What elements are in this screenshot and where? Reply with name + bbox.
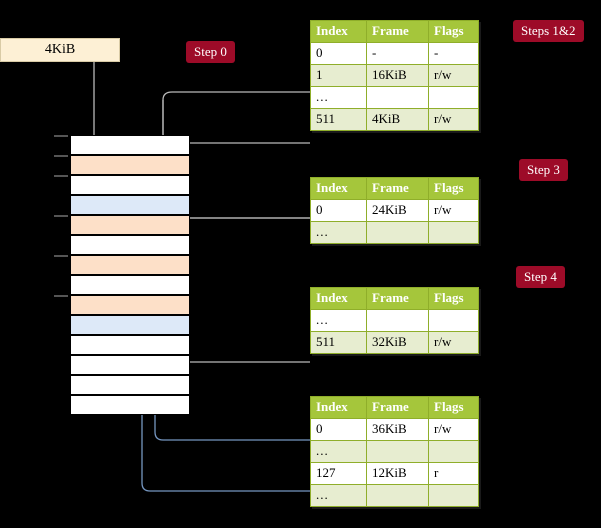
memory-frame-row: [70, 375, 190, 395]
table-cell: 0: [310, 199, 367, 222]
wire-table2-branch: [180, 218, 310, 226]
table-cell: ...: [310, 86, 367, 109]
wire-table2-to-frame5: [172, 217, 310, 264]
memory-frame-row: [70, 255, 190, 275]
column-header-index: Index: [310, 396, 367, 419]
frame-tick-mark: [54, 295, 68, 297]
memory-frame-row: [70, 395, 190, 415]
table-cell: ...: [310, 221, 367, 244]
table-row: 0--: [310, 42, 479, 65]
frame-tick-mark: [54, 175, 68, 177]
frame-tick-mark: [54, 135, 68, 137]
wire-table2-mid: [175, 217, 310, 250]
memory-frame-row: [70, 235, 190, 255]
table-cell: [428, 484, 479, 507]
table-row: ...: [310, 86, 479, 109]
column-header-index: Index: [310, 287, 367, 310]
table-cell: r/w: [428, 199, 479, 222]
table-row: ...: [310, 484, 479, 507]
badge-step-4: Step 4: [516, 266, 565, 288]
column-header-index: Index: [310, 20, 367, 43]
table-cell: 511: [310, 331, 367, 354]
table-cell: ...: [310, 484, 367, 507]
table-cell: 24KiB: [366, 199, 429, 222]
table-cell: r: [428, 462, 479, 485]
wire-table4-row127-to-frame4: [135, 209, 310, 492]
badge-step-0: Step 0: [186, 41, 235, 63]
table-cell: 36KiB: [366, 418, 429, 441]
table-cell: 16KiB: [366, 64, 429, 87]
table-cell: 0: [310, 42, 367, 65]
memory-frame-row: [70, 355, 190, 375]
table-row: ...: [310, 221, 479, 244]
column-header-flags: Flags: [428, 287, 479, 310]
table-cell: ...: [310, 440, 367, 463]
badge-steps-1-2: Steps 1&2: [513, 20, 584, 42]
table-cell: [428, 221, 479, 244]
table-cell: 32KiB: [366, 331, 429, 354]
table-cell: [366, 440, 429, 463]
table-cell: 4KiB: [366, 108, 429, 131]
table-cell: -: [428, 42, 479, 65]
table-cell: -: [366, 42, 429, 65]
frame-tick-mark: [54, 215, 68, 217]
table-cell: [366, 221, 429, 244]
memory-frame-row: [70, 315, 190, 335]
source-page-box: 4KiB: [0, 38, 120, 62]
memory-frame-row: [70, 195, 190, 215]
memory-frame-row: [70, 295, 190, 315]
memory-frame-row: [70, 175, 190, 195]
memory-frame-row: [70, 215, 190, 235]
memory-frame-row: [70, 335, 190, 355]
memory-frame-row: [70, 135, 190, 155]
frame-tick-mark: [54, 255, 68, 257]
table-cell: [366, 309, 429, 332]
column-header-flags: Flags: [428, 20, 479, 43]
wire-table2-drop: [178, 218, 310, 258]
physical-memory-column: [54, 135, 190, 415]
column-header-flags: Flags: [428, 177, 479, 200]
table-cell: 511: [310, 108, 367, 131]
column-header-frame: Frame: [366, 177, 429, 200]
table-cell: r/w: [428, 331, 479, 354]
table-cell: [366, 86, 429, 109]
table-cell: [428, 86, 479, 109]
table-row: ...: [310, 440, 479, 463]
table-row: ...: [310, 309, 479, 332]
table-cell: 1: [310, 64, 367, 87]
table-cell: r/w: [428, 64, 479, 87]
badge-step-3: Step 3: [519, 159, 568, 181]
column-header-flags: Flags: [428, 396, 479, 419]
table-cell: [428, 309, 479, 332]
column-header-frame: Frame: [366, 287, 429, 310]
table-cell: 127: [310, 462, 367, 485]
table-cell: [428, 440, 479, 463]
table-cell: r/w: [428, 418, 479, 441]
memory-frame-row: [70, 275, 190, 295]
source-page-label: 4KiB: [44, 42, 76, 57]
table-cell: ...: [310, 309, 367, 332]
column-header-frame: Frame: [366, 396, 429, 419]
table-cell: r/w: [428, 108, 479, 131]
table-cell: 12KiB: [366, 462, 429, 485]
table-cell: [366, 484, 429, 507]
wire-table4-row0-to-frame10: [148, 326, 310, 441]
table-cell: 0: [310, 418, 367, 441]
column-header-frame: Frame: [366, 20, 429, 43]
column-header-index: Index: [310, 177, 367, 200]
frame-tick-mark: [54, 155, 68, 157]
memory-frame-row: [70, 155, 190, 175]
